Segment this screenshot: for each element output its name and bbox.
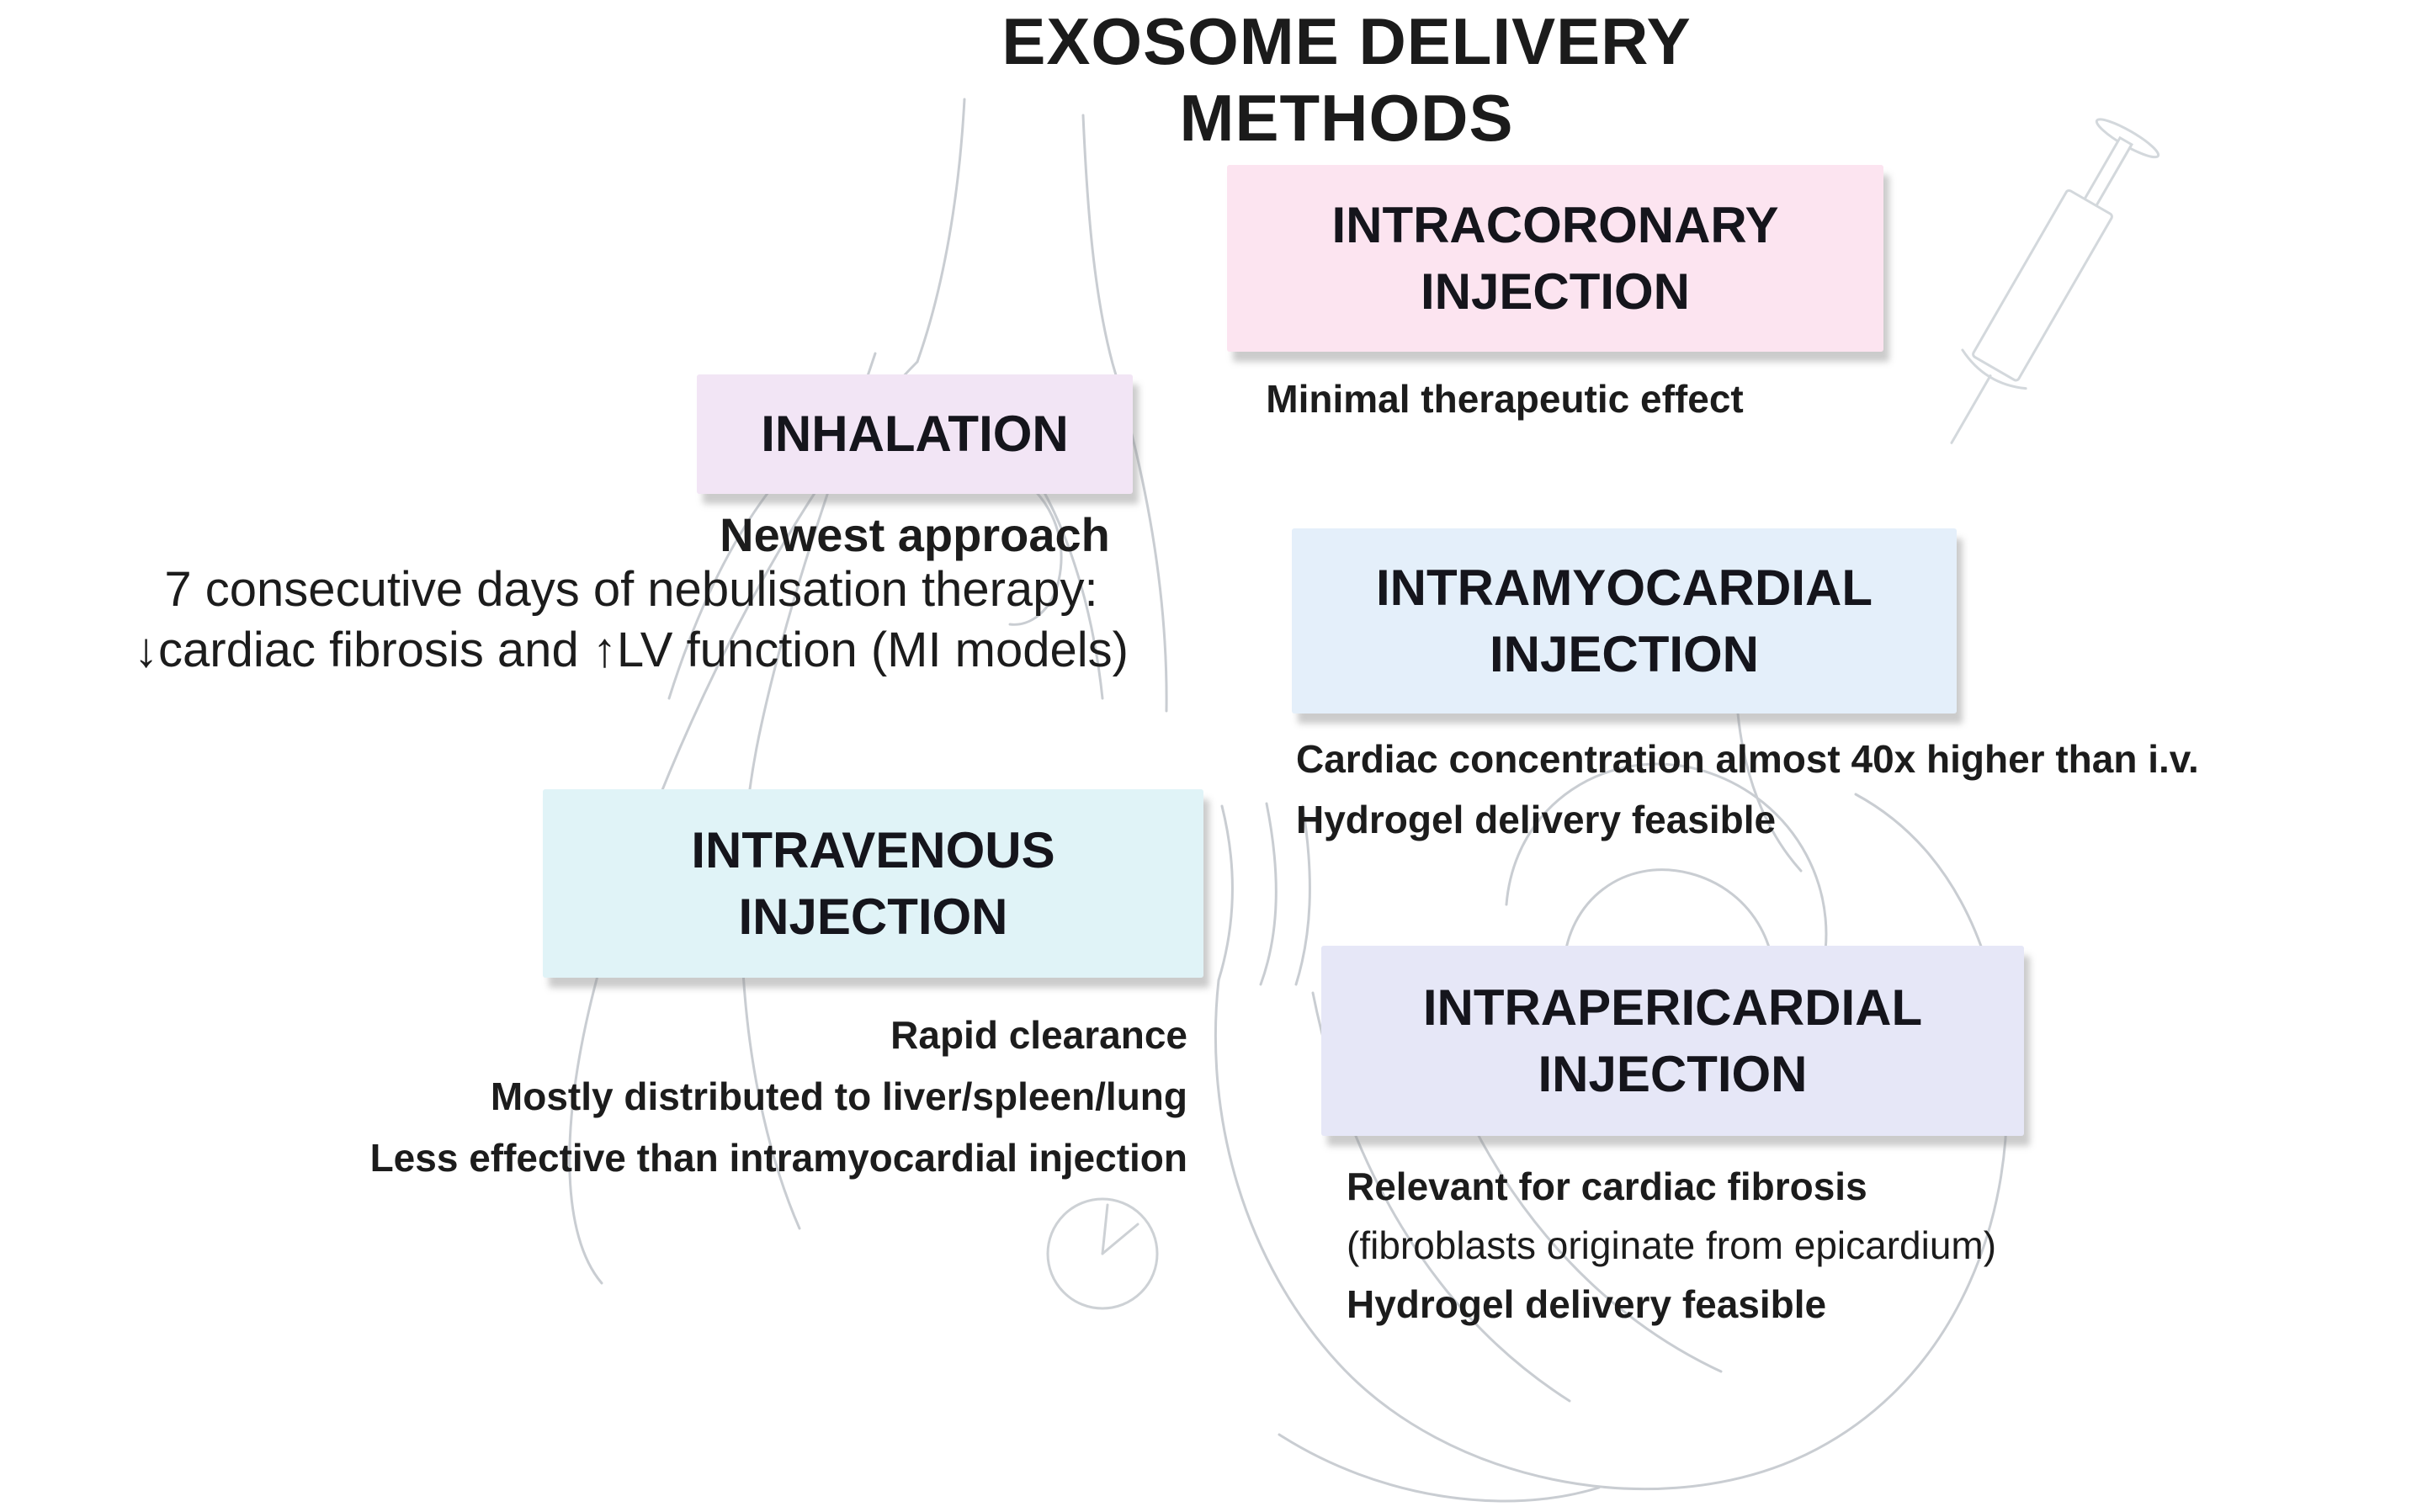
intravenous-note-1: Rapid clearance [890,1013,1187,1057]
intrapericardial-note-1: Relevant for cardiac fibrosis [1347,1165,1867,1208]
page-title: EXOSOME DELIVERY METHODS [1001,4,1692,155]
intramyocardial-note-2: Hydrogel delivery feasible [1296,798,1777,841]
syringe-icon [1950,118,2160,444]
intracoronary-note: Minimal therapeutic effect [1266,377,1744,421]
clock-icon [1046,1197,1159,1310]
inhalation-note-2: 7 consecutive days of nebulisation thera… [164,562,1098,617]
inhalation-note-3: ↓cardiac fibrosis and ↑LV function (MI m… [134,623,1129,677]
intrapericardial-note-3: Hydrogel delivery feasible [1347,1282,1827,1326]
intracoronary-injection-box: INTRACORONARY INJECTION [1227,165,1883,352]
inhalation-box: INHALATION [697,374,1133,494]
intramyocardial-injection-box: INTRAMYOCARDIAL INJECTION [1292,528,1957,714]
intrapericardial-note-2: (fibroblasts originate from epicardium) [1347,1223,1997,1267]
intrapericardial-injection-box: INTRAPERICARDIAL INJECTION [1321,946,2024,1136]
intravenous-note-2: Mostly distributed to liver/spleen/lung [490,1074,1187,1118]
intravenous-note-3: Less effective than intramyocardial inje… [369,1136,1187,1180]
intramyocardial-note-1: Cardiac concentration almost 40x higher … [1296,737,2199,781]
intravenous-injection-box: INTRAVENOUS INJECTION [543,789,1203,978]
inhalation-note-1: Newest approach [720,508,1110,561]
